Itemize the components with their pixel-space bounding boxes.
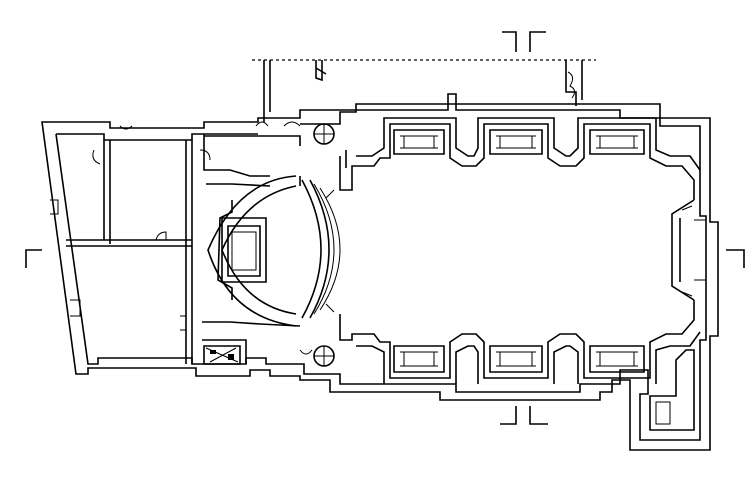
nave-north-wall bbox=[339, 117, 701, 200]
southeast-stair bbox=[649, 349, 695, 431]
chapel-north-3 bbox=[589, 129, 645, 155]
section-marker-north bbox=[502, 31, 546, 52]
section-marker-west bbox=[25, 249, 42, 268]
chapel-south-1 bbox=[393, 345, 445, 373]
spiral-stair-south bbox=[313, 345, 335, 367]
north-annex-walls bbox=[263, 60, 583, 122]
west-wing-rooms bbox=[50, 125, 193, 364]
chapel-south-2 bbox=[489, 345, 543, 373]
door-swings bbox=[255, 121, 335, 355]
section-marker-south bbox=[500, 406, 548, 425]
outer-wall bbox=[41, 93, 719, 451]
spiral-stair-north bbox=[313, 123, 335, 145]
chapel-north-1 bbox=[393, 129, 445, 155]
chapel-south-3 bbox=[589, 345, 645, 373]
main-entrance bbox=[671, 199, 706, 301]
section-marker-east bbox=[726, 249, 745, 268]
altar bbox=[221, 217, 267, 283]
apse bbox=[207, 175, 297, 327]
sacristy-rooms bbox=[199, 134, 301, 365]
choir-screen bbox=[301, 179, 341, 319]
chapel-north-2 bbox=[489, 129, 543, 155]
nave-south-wall bbox=[339, 300, 701, 384]
